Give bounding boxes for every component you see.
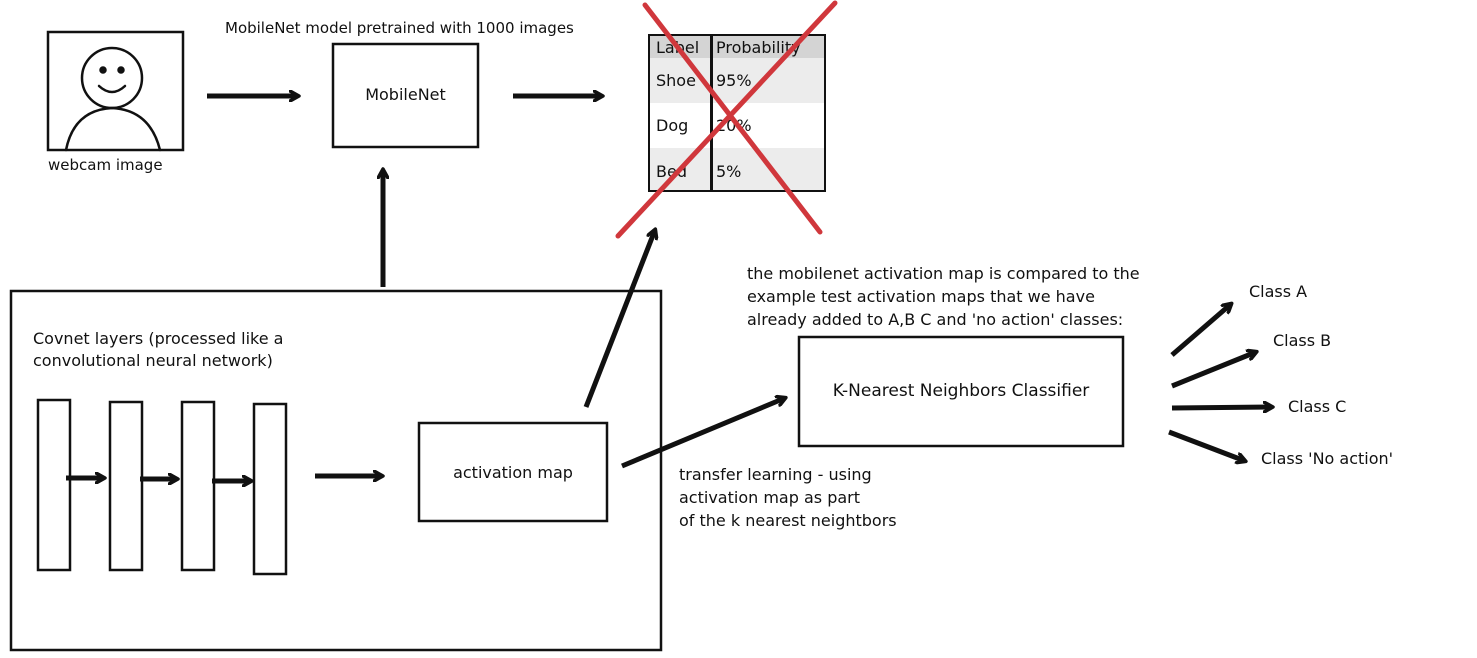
table-row: Shoe 95% — [650, 58, 824, 103]
arrow-to-class-c — [1171, 407, 1272, 408]
transfer-note-line-3: of the k nearest neightbors — [679, 511, 897, 530]
arrow-to-class-no-action — [1168, 429, 1245, 461]
table-cell-probability: 95% — [716, 71, 752, 90]
covnet-layer-4 — [252, 402, 288, 576]
table-column-divider — [710, 36, 713, 190]
class-no-action-label: Class 'No action' — [1261, 449, 1394, 468]
table-cell-label: Bed — [656, 161, 687, 181]
webcam-frame — [46, 30, 185, 152]
arrow-to-class-b — [1171, 352, 1256, 389]
model-caption: MobileNet model pretrained with 1000 ima… — [225, 19, 574, 37]
probability-table: Label Probability Shoe 95% Dog 20% Bed 5… — [648, 34, 826, 192]
table-cell-label: Shoe — [656, 71, 696, 90]
table-row: Bed 5% — [650, 148, 824, 190]
knn-box-label: K-Nearest Neighbors Classifier — [832, 381, 1090, 401]
table-cell-probability: 5% — [716, 161, 742, 181]
arrow-to-class-a — [1170, 304, 1231, 357]
mobilenet-box-label: MobileNet — [365, 85, 446, 104]
transfer-note-line-1: transfer learning - using — [679, 465, 872, 484]
arrow-activation-to-knn — [621, 398, 785, 469]
table-cell-label: Dog — [656, 116, 689, 135]
activation-map-label: activation map — [453, 463, 573, 482]
covnet-caption-line-2: convolutional neural network) — [33, 351, 273, 370]
table-header-probability: Probability — [716, 37, 801, 57]
arrow-activation-to-table — [583, 230, 655, 408]
mobilenet-box — [331, 42, 480, 149]
covnet-caption-line-1: Covnet layers (processed like a — [33, 329, 284, 348]
class-b-label: Class B — [1273, 331, 1332, 350]
covnet-layer-2 — [108, 400, 144, 572]
transfer-note-line-2: activation map as part — [679, 488, 860, 507]
covnet-box — [9, 289, 663, 652]
table-header-row: Label Probability — [650, 36, 824, 58]
knn-note-line-1: the mobilenet activation map is compared… — [747, 264, 1140, 283]
class-c-label: Class C — [1288, 397, 1347, 416]
knn-note-line-3: already added to A,B C and 'no action' c… — [747, 310, 1124, 329]
table-header-label: Label — [656, 37, 700, 57]
activation-map-box — [417, 421, 609, 523]
table-row: Dog 20% — [650, 103, 824, 148]
knn-note-line-2: example test activation maps that we hav… — [747, 287, 1095, 306]
knn-box — [797, 335, 1125, 448]
covnet-layer-1 — [36, 398, 72, 572]
class-a-label: Class A — [1249, 282, 1308, 301]
face-icon — [64, 46, 162, 152]
table-cell-probability: 20% — [716, 116, 752, 135]
webcam-label: webcam image — [48, 156, 163, 174]
covnet-layer-3 — [180, 400, 216, 572]
